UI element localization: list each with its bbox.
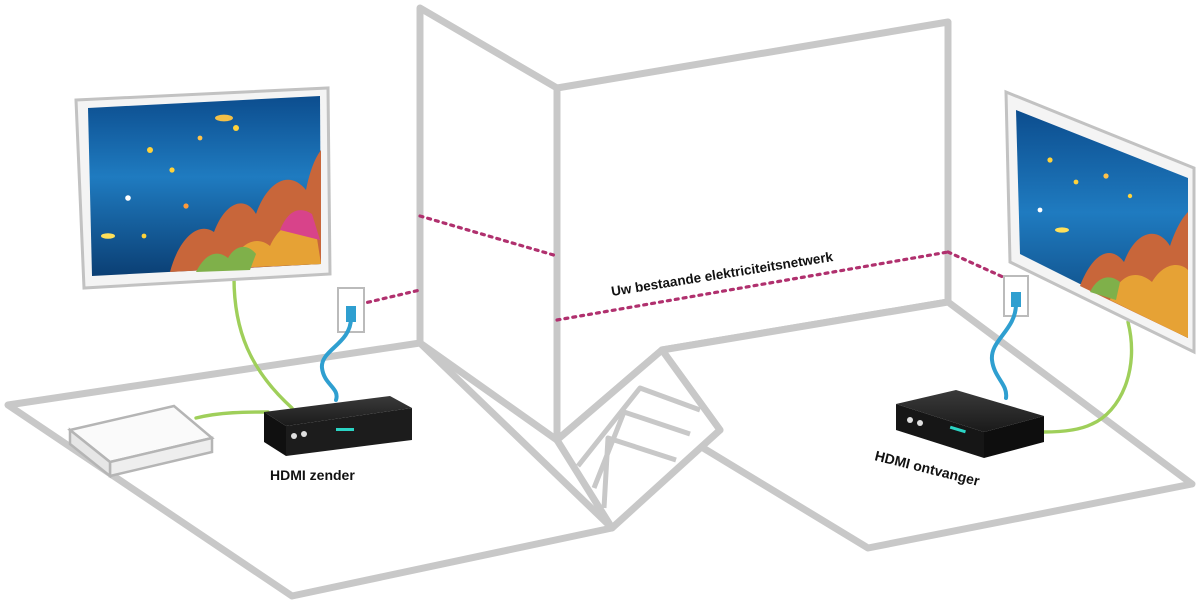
hdmi-cable-source bbox=[194, 410, 270, 420]
ethernet-cable-left bbox=[320, 316, 353, 402]
stairs bbox=[553, 346, 724, 532]
hdmi-receiver bbox=[896, 390, 1044, 458]
receiver-led-icon bbox=[907, 417, 913, 423]
hdmi-transmitter bbox=[264, 396, 412, 456]
sender-label: HDMI zender bbox=[270, 467, 355, 483]
hdmi-cable-left-tv bbox=[232, 276, 294, 410]
hdmi-cable-right-tv bbox=[1042, 320, 1134, 434]
source-player bbox=[67, 404, 215, 479]
transmitter-led-icon bbox=[291, 433, 297, 439]
tv-right bbox=[1004, 89, 1196, 355]
ethernet-cable-right bbox=[989, 302, 1018, 400]
tv-left bbox=[74, 86, 332, 290]
